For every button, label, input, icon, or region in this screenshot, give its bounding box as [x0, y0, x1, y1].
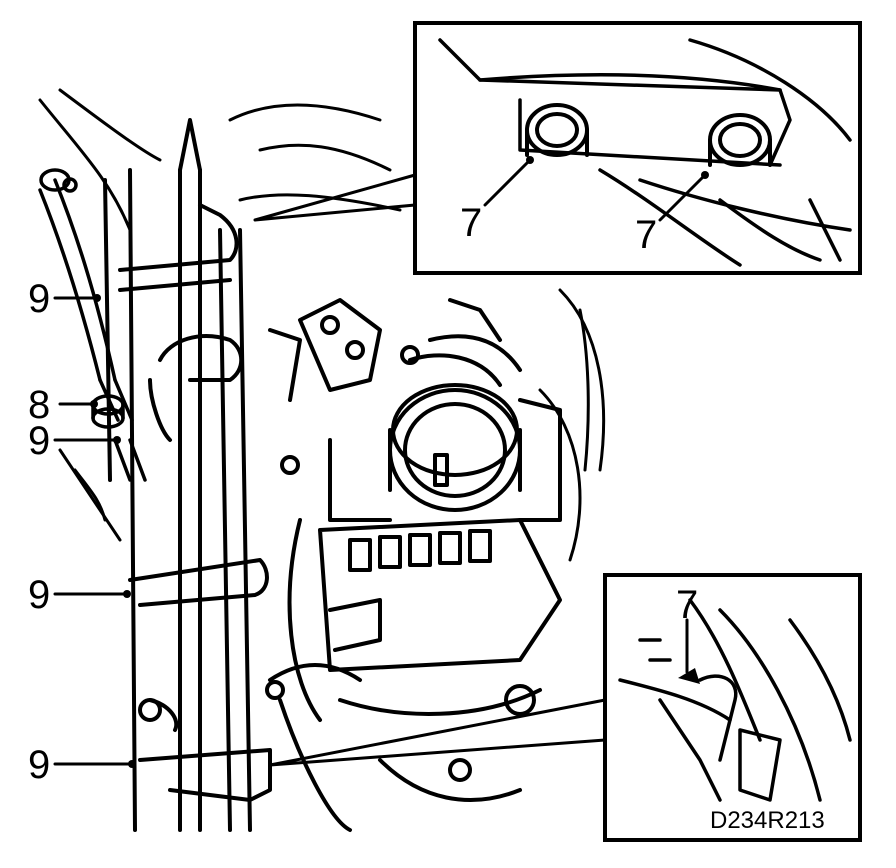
throttle-body	[328, 334, 562, 522]
upper-bracket	[268, 298, 502, 475]
leader-9-lower	[53, 590, 131, 598]
leader-9-bottom	[53, 760, 136, 768]
hose-clips	[118, 203, 272, 802]
inset-top-pointer	[253, 173, 417, 222]
leader-7-inset-bottom	[678, 618, 700, 684]
leader-9-upper	[53, 294, 101, 302]
inset-bottom: 7 D234R213	[268, 573, 862, 842]
body-contours	[38, 88, 606, 562]
bolt-right	[708, 113, 772, 167]
inset-top-frame	[413, 21, 862, 275]
left-hose	[38, 168, 147, 482]
leader-8	[58, 400, 98, 408]
callout-9-upper: 9	[28, 277, 50, 321]
manifold-block	[278, 518, 562, 832]
callout-7-inset-bottom: 7	[676, 583, 698, 627]
lower-fittings	[138, 663, 536, 802]
main-drawing	[38, 88, 606, 832]
leader-7-inset-right	[658, 171, 709, 222]
figure-code: D234R213	[710, 807, 825, 834]
leader-9-middle	[53, 436, 121, 444]
callout-9-bottom: 9	[28, 743, 50, 787]
grommet	[91, 394, 125, 429]
callout-7-inset-right: 7	[635, 213, 657, 257]
vertical-hose	[103, 118, 252, 832]
callout-7-inset-left: 7	[460, 201, 482, 245]
left-callouts: 9 8 9 9 9	[28, 277, 136, 787]
inset-top: 7 7	[253, 21, 862, 275]
leader-7-inset-left	[483, 156, 534, 207]
callout-9-middle: 9	[28, 419, 50, 463]
inset-bottom-pointer	[268, 698, 607, 767]
callout-8: 8	[28, 383, 50, 427]
callout-9-lower: 9	[28, 573, 50, 617]
bolt-left	[525, 103, 589, 157]
